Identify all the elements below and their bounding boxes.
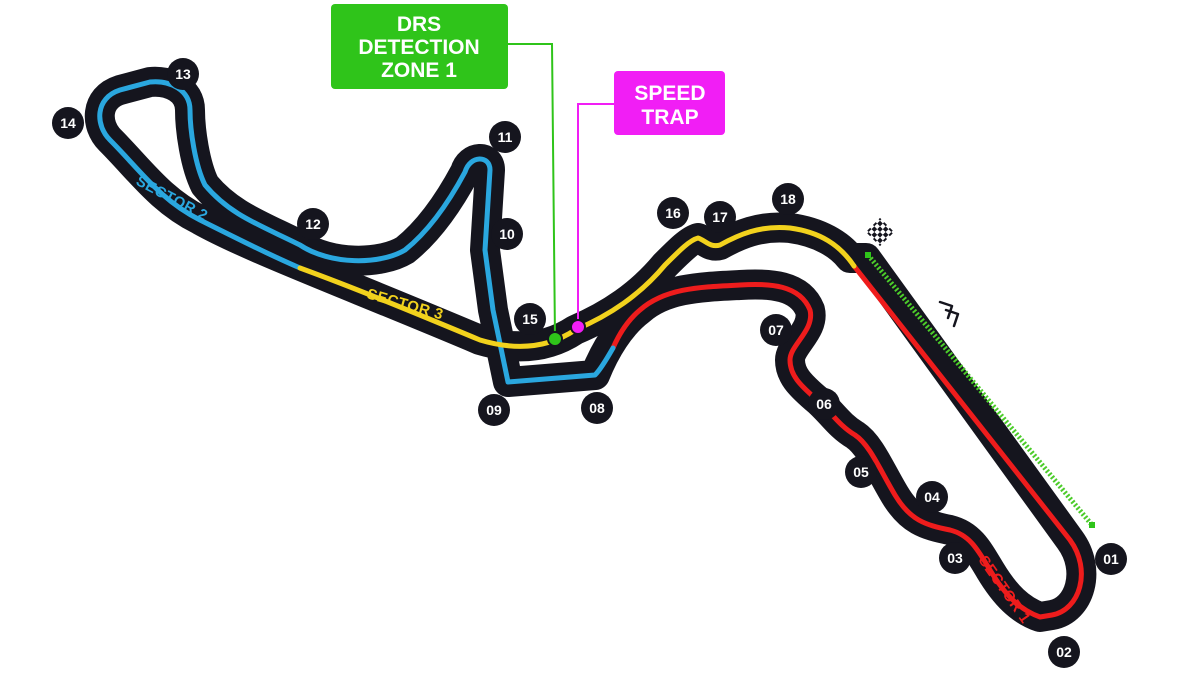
svg-text:08: 08 bbox=[589, 400, 605, 416]
drs-detection-point bbox=[547, 331, 563, 347]
sector-1-label: SECTOR 1 bbox=[975, 553, 1034, 627]
drs-detection-callout: DRS DETECTION ZONE 1 bbox=[331, 4, 563, 347]
corner-18: 18 bbox=[772, 183, 804, 215]
corner-08: 08 bbox=[581, 392, 613, 424]
svg-text:05: 05 bbox=[853, 464, 869, 480]
sector-1-line bbox=[610, 263, 1084, 620]
drs-detection-line-1: DRS bbox=[397, 13, 441, 36]
corner-02: 02 bbox=[1048, 636, 1080, 668]
svg-text:01: 01 bbox=[1103, 551, 1119, 567]
corner-01: 01 bbox=[1095, 543, 1127, 575]
svg-text:16: 16 bbox=[665, 205, 681, 221]
svg-text:17: 17 bbox=[712, 209, 728, 225]
corner-11: 11 bbox=[489, 121, 521, 153]
speed-trap-leader bbox=[577, 103, 614, 326]
speed-trap-line-1: SPEED bbox=[634, 82, 705, 105]
corner-06: 06 bbox=[808, 388, 840, 420]
speed-trap-callout: SPEED TRAP bbox=[570, 71, 725, 335]
svg-text:10: 10 bbox=[499, 226, 515, 242]
svg-text:11: 11 bbox=[498, 129, 513, 145]
corner-10: 10 bbox=[491, 218, 523, 250]
corner-05: 05 bbox=[845, 456, 877, 488]
checkered-flag-icon bbox=[865, 217, 895, 247]
svg-text:18: 18 bbox=[780, 191, 796, 207]
corner-07: 07 bbox=[760, 314, 792, 346]
direction-chevrons-icon bbox=[938, 300, 960, 328]
drs-detection-line-2: DETECTION bbox=[358, 36, 479, 59]
drs-zone-start-marker bbox=[865, 252, 871, 258]
sector-3-line bbox=[297, 224, 857, 349]
corner-09: 09 bbox=[478, 394, 510, 426]
corner-15: 15 bbox=[514, 303, 546, 335]
speed-trap-line-2: TRAP bbox=[641, 106, 698, 129]
speed-trap-point bbox=[570, 319, 586, 335]
svg-text:03: 03 bbox=[947, 550, 963, 566]
svg-text:04: 04 bbox=[924, 489, 940, 505]
corner-16: 16 bbox=[657, 197, 689, 229]
drs-zone-end-marker bbox=[1089, 522, 1095, 528]
svg-text:06: 06 bbox=[816, 396, 832, 412]
drs-detection-leader bbox=[508, 43, 556, 339]
corner-17: 17 bbox=[704, 201, 736, 233]
svg-text:15: 15 bbox=[522, 311, 538, 327]
speed-trap-box bbox=[614, 71, 725, 135]
sector-2-line bbox=[97, 79, 616, 385]
svg-text:09: 09 bbox=[486, 402, 502, 418]
corner-03: 03 bbox=[939, 542, 971, 574]
corner-04: 04 bbox=[916, 481, 948, 513]
svg-text:02: 02 bbox=[1056, 644, 1072, 660]
track-outline bbox=[84, 66, 1097, 632]
svg-text:14: 14 bbox=[60, 115, 76, 131]
svg-text:12: 12 bbox=[305, 216, 321, 232]
corner-markers: 01 02 03 04 05 06 07 08 09 10 11 12 13 1… bbox=[52, 58, 1127, 668]
corner-14: 14 bbox=[52, 107, 84, 139]
corner-12: 12 bbox=[297, 208, 329, 240]
svg-text:13: 13 bbox=[175, 66, 191, 82]
drs-zone-line bbox=[866, 253, 1094, 527]
svg-text:07: 07 bbox=[768, 322, 784, 338]
drs-detection-line-3: ZONE 1 bbox=[381, 59, 457, 82]
drs-detection-box bbox=[331, 4, 508, 89]
corner-13: 13 bbox=[167, 58, 199, 90]
